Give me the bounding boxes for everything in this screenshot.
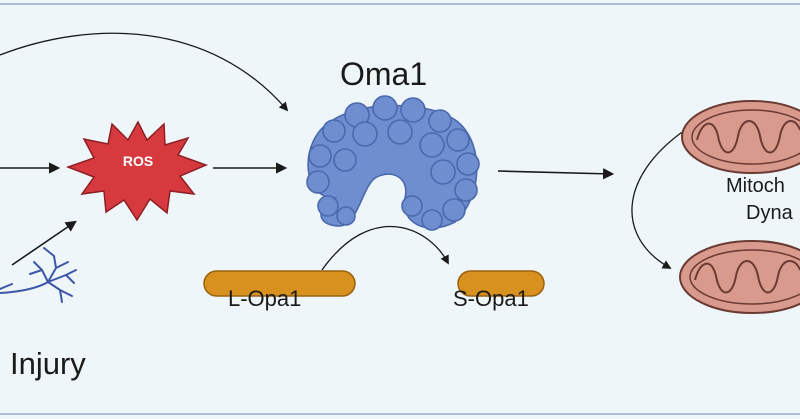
l-opa1-label: L-Opa1 [228, 286, 302, 311]
neuron-icon [0, 247, 77, 303]
mitochondrion-icon [681, 100, 800, 174]
oma1-protein-icon [306, 95, 480, 231]
s-opa1-capsule [457, 270, 545, 297]
arrow-oma1-to-mito [497, 168, 615, 180]
oma1-label: Oma1 [340, 56, 428, 92]
ros-starburst-icon [65, 120, 209, 222]
mitochondrial-label-line1: Mitoch [726, 175, 785, 197]
arrow-injury-to-ros [11, 220, 77, 266]
mitochondrion-icon [679, 240, 800, 314]
injury-label: Injury [10, 346, 86, 381]
arrow-top-curve [0, 32, 289, 112]
ros-label: ROS [122, 153, 154, 169]
top-border [0, 3, 800, 5]
s-opa1-label: S-Opa1 [453, 286, 529, 311]
bottom-border [0, 413, 800, 415]
arrow-mito-fission [631, 129, 686, 269]
l-opa1-capsule [203, 270, 356, 297]
arrow-lopa-to-sopa [321, 226, 449, 271]
mitochondrial-label-line2: Dyna [746, 202, 793, 224]
